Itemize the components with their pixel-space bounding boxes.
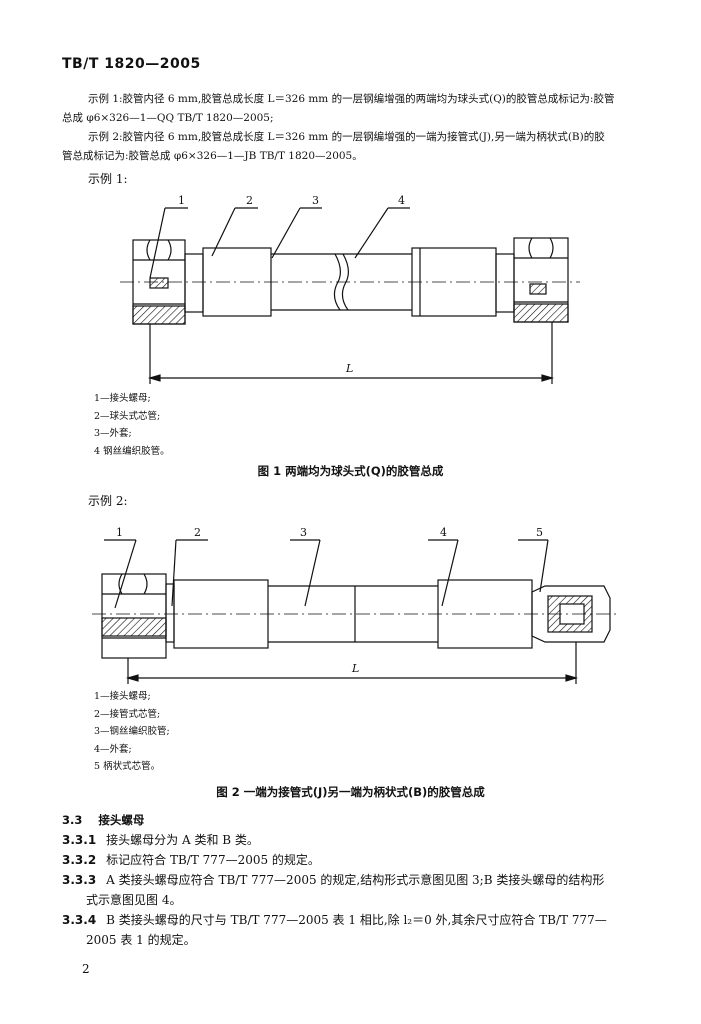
figure-2-callout-1: 1 [116,526,123,539]
example-2-text: 示例 2:胶管内径 6 mm,胶管总成长度 L＝326 mm 的一层钢编增强的一… [62,128,662,166]
section-item: 3.3.3 A 类接头螺母应符合 TB/T 777—2005 的规定,结构形式示意… [62,870,642,910]
figure-1-legend-item: 2—球头式芯管; [94,410,161,422]
section-item-continuation: 2005 表 1 的规定。 [86,933,196,947]
section-item-number: 3.3.4 [62,913,97,927]
figure-1-legend-item: 1—接头螺母; [94,393,151,404]
section-item: 3.3.2 标记应符合 TB/T 777—2005 的规定。 [62,850,642,870]
figure-1-callout-2: 2 [246,194,253,207]
figure-2-hose [268,585,438,643]
figure-2-left-nut [101,573,167,659]
example-1-text: 示例 1:胶管内径 6 mm,胶管总成长度 L＝326 mm 的一层钢编增强的两… [62,90,662,128]
section-item-number: 3.3.3 [62,873,97,887]
figure-2-legend-item: 2—接管式芯管; [94,708,161,720]
figure-2-callout-3: 3 [300,526,307,539]
example-1-line-1: 示例 1:胶管内径 6 mm,胶管总成长度 L＝326 mm 的一层钢编增强的两… [88,93,615,105]
figure-2-caption: 图 2 一端为接管式(J)另一端为柄状式(B)的胶管总成 [216,785,485,799]
example-2-line-2: 管总成标记为:胶管总成 φ6×326—1—JB TB/T 1820—2005。 [62,150,363,162]
figure-1-legend-item: 4 钢丝编织胶管。 [94,445,170,457]
section-item-text: A 类接头螺母应符合 TB/T 777—2005 的规定,结构形式示意图见图 3… [106,873,605,887]
figure-2-legend: 1—接头螺母; 2—接管式芯管; 3—钢丝编织胶管; 4—外套; 5 柄状式芯管… [94,688,170,776]
figure-1-drawing: 1 2 3 4 L [120,194,580,384]
figure-1-legend: 1—接头螺母; 2—球头式芯管; 3—外套; 4 钢丝编织胶管。 [94,390,170,460]
figure-2-dim-label: L [351,662,359,675]
example-2-line-1: 示例 2:胶管内径 6 mm,胶管总成长度 L＝326 mm 的一层钢编增强的一… [88,131,605,143]
figure-1-dimension [147,322,555,384]
figure-2-legend-item: 1—接头螺母; [94,691,151,702]
figure-1-callout-4: 4 [398,194,405,207]
standard-code-header: TB/T 1820—2005 [62,56,201,72]
figure-2-callout-5: 5 [536,526,543,539]
section-heading-number: 3.3 [62,813,83,827]
section-item-number: 3.3.1 [62,833,97,847]
figure-1-right-core [495,253,515,313]
section-heading: 3.3 接头螺母 [62,812,144,828]
example-2-label: 示例 2: [88,494,128,508]
figure-1-callout-leaders [149,207,410,279]
section-item: 3.3.4 B 类接头螺母的尺寸与 TB/T 777—2005 表 1 相比,除 … [62,910,642,950]
figure-2-dimension [125,642,579,684]
section-heading-title: 接头螺母 [98,813,145,827]
figure-2-legend-item: 4—外套; [94,743,132,755]
example-1-line-2: 总成 φ6×326—1—QQ TB/T 1820—2005; [62,112,274,124]
figure-2-callout-leaders [104,539,549,609]
figure-1-callout-3: 3 [312,194,319,207]
figure-2-callout-4: 4 [440,526,447,539]
section-item-text: 接头螺母分为 A 类和 B 类。 [106,833,259,847]
figure-2-callout-2: 2 [194,526,201,539]
section-item-continuation: 式示意图见图 4。 [86,893,182,907]
figure-1-legend-item: 3—外套; [94,428,132,439]
figure-2-legend-item: 5 柄状式芯管。 [94,761,161,772]
figure-1-caption: 图 1 两端均为球头式(Q)的胶管总成 [257,464,444,478]
section-item-text: B 类接头螺母的尺寸与 TB/T 777—2005 表 1 相比,除 l₂＝0 … [106,913,607,927]
section-item: 3.3.1 接头螺母分为 A 类和 B 类。 [62,830,642,850]
section-item-number: 3.3.2 [62,853,97,867]
section-item-text: 标记应符合 TB/T 777—2005 的规定。 [106,853,320,867]
figure-1-right-nut [513,237,569,323]
figure-1-dim-label: L [345,362,353,375]
figure-2-legend-item: 3—钢丝编织胶管; [94,726,170,737]
page-number: 2 [82,962,90,976]
example-1-label: 示例 1: [88,172,128,186]
figure-1-left-core [184,253,204,313]
figure-1-callout-1: 1 [178,194,185,207]
figure-2-drawing: 1 2 3 4 5 L [92,526,620,684]
figure-1-left-sleeve [202,247,272,317]
